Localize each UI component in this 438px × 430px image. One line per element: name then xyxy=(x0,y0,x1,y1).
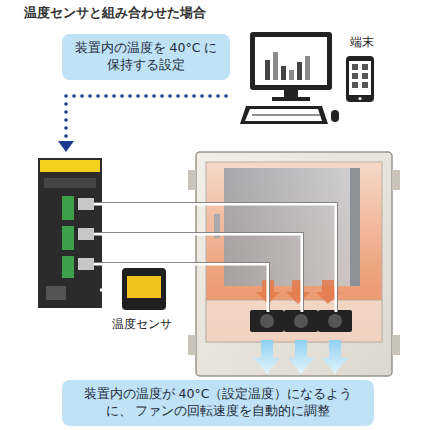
fan-wires-outline xyxy=(94,203,338,313)
computer-icon xyxy=(240,32,339,124)
airflow-arrows xyxy=(254,340,348,374)
callout-box: 装置内の温度を 40°C に保持する設定 xyxy=(62,34,230,80)
dotted-line xyxy=(58,94,228,152)
fan-wires xyxy=(94,204,336,312)
part-label: 温度センサ xyxy=(112,316,172,333)
diagram-title: 温度センサと組み合わせた場合 xyxy=(24,4,206,22)
temperature-sensor xyxy=(122,268,166,310)
callout-text: 装置内の温度を 40°C に保持する設定 xyxy=(70,40,222,74)
controller-unit xyxy=(38,158,102,308)
callout-box: 装置内の温度が 40°C（設定温度）になるように、 ファンの回転速度を自動的に調… xyxy=(62,380,374,426)
part-label: 端末 xyxy=(350,34,374,51)
fans xyxy=(250,310,352,332)
tablet-icon xyxy=(346,56,374,102)
callout-text: 装置内の温度が 40°C（設定温度）になるように、 ファンの回転速度を自動的に調… xyxy=(72,386,364,420)
